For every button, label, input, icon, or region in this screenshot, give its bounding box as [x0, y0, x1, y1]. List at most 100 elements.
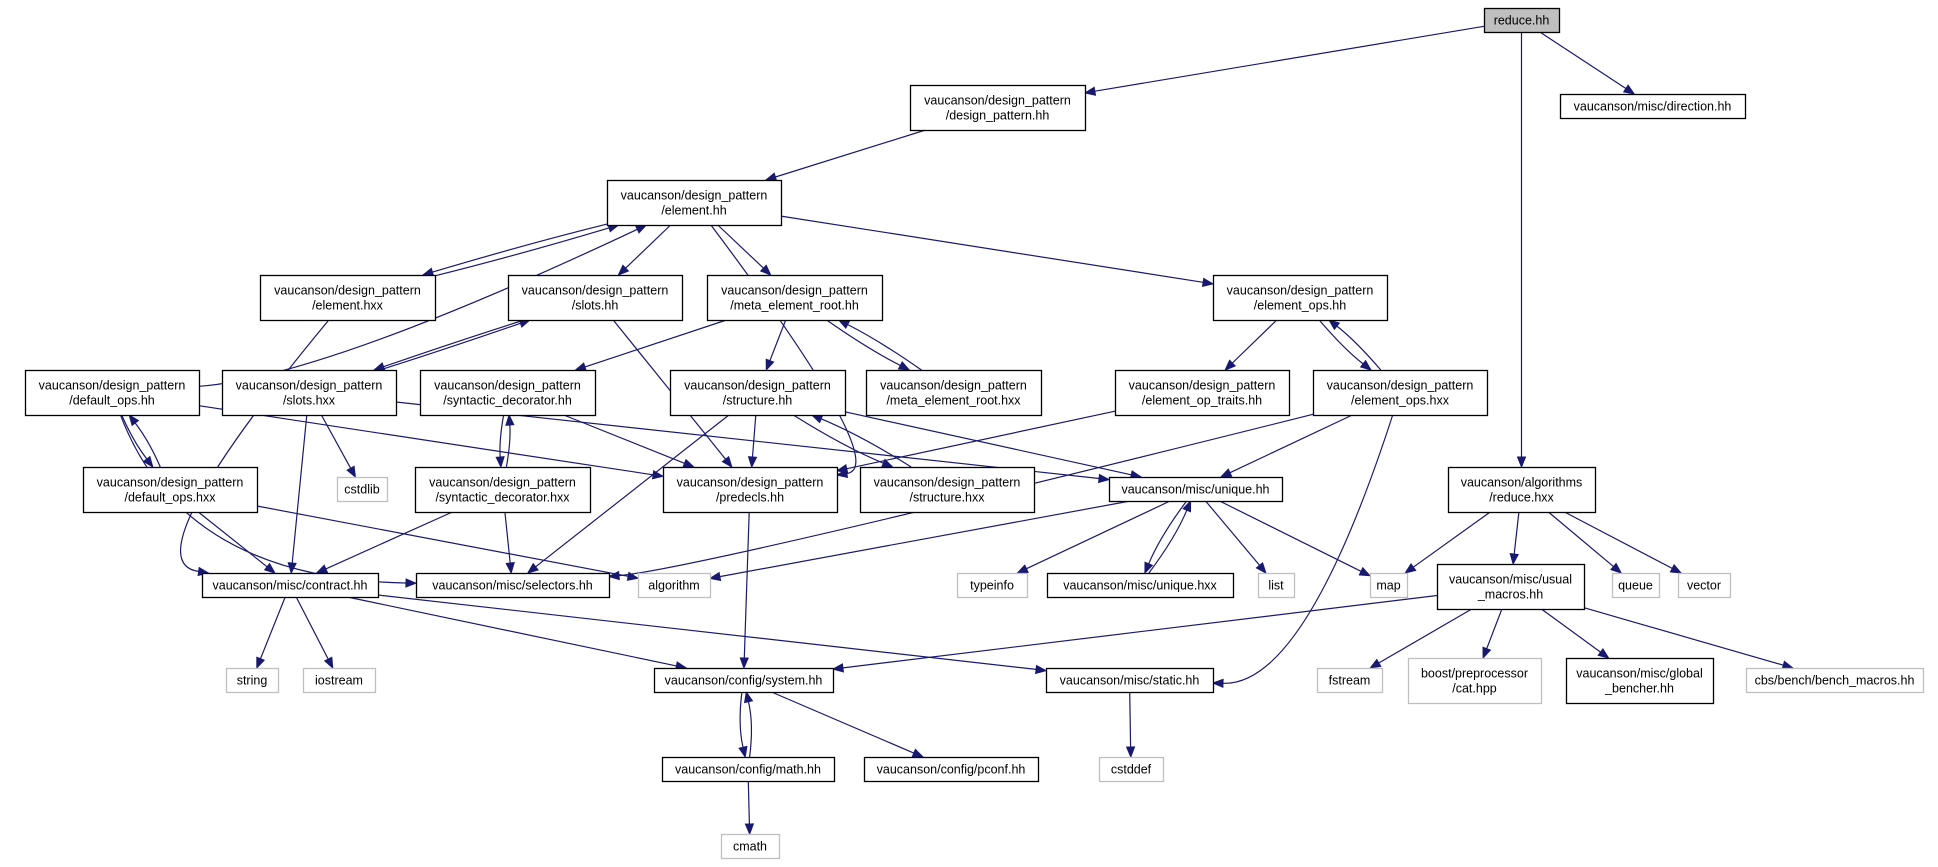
edge-line: [846, 410, 1116, 470]
node-math-hh[interactable]: vaucanson/config/math.hh: [661, 756, 836, 783]
node-dp-hh[interactable]: vaucanson/design_pattern/design_pattern.…: [909, 84, 1087, 132]
node-box: [225, 667, 280, 694]
edge-line: [383, 319, 525, 368]
edge-line: [584, 319, 727, 368]
arrowhead-icon: [405, 578, 418, 588]
arrowhead-icon: [1182, 499, 1192, 513]
node-system-hh[interactable]: vaucanson/config/system.hh: [653, 667, 835, 694]
node-usual-macros[interactable]: vaucanson/misc/usual_macros.hh: [1436, 563, 1586, 611]
node-static-hh[interactable]: vaucanson/misc/static.hh: [1045, 667, 1215, 694]
node-box: [606, 179, 783, 227]
node-selectors-hh[interactable]: vaucanson/misc/selectors.hh: [415, 572, 611, 599]
node-box: [865, 369, 1043, 417]
edge-element_ops_hh-to-eop_traits_hh: [1224, 319, 1278, 371]
edge-line: [377, 594, 1037, 670]
edge-slots_hh-to-slots_hxx: [372, 319, 525, 372]
node-eop-traits-hh[interactable]: vaucanson/design_pattern/element_op_trai…: [1114, 369, 1291, 417]
node-reduce-hxx[interactable]: vaucanson/algorithms/reduce.hxx: [1447, 466, 1597, 514]
arrowhead-icon: [744, 823, 755, 836]
node-label: vaucanson/config/math.hh: [675, 763, 821, 777]
edge-slots_hxx-to-contract_hh: [287, 414, 308, 575]
node-unique-hxx[interactable]: vaucanson/misc/unique.hxx: [1046, 572, 1235, 599]
arrowhead-icon: [708, 571, 722, 582]
node-box: [1316, 667, 1384, 694]
node-pconf-hh[interactable]: vaucanson/config/pconf.hh: [863, 756, 1040, 783]
node-box: [1677, 572, 1732, 599]
edge-reduce_hh-to-direction_hh: [1539, 31, 1636, 95]
arrowhead-icon: [1597, 648, 1610, 659]
node-box: [201, 572, 380, 599]
node-label: /default_ops.hxx: [124, 491, 216, 505]
edge-element_hh-to-element_hxx: [421, 223, 608, 277]
node-label: /default_ops.hh: [69, 394, 155, 408]
node-fstream: fstream: [1316, 667, 1384, 694]
node-direction-hh[interactable]: vaucanson/misc/direction.hh: [1559, 93, 1747, 120]
arrowhead-icon: [1224, 359, 1237, 371]
node-structure-hxx[interactable]: vaucanson/design_pattern/structure.hxx: [859, 466, 1036, 514]
edge-line: [256, 505, 629, 577]
edge-line: [535, 414, 730, 568]
node-structure-hh[interactable]: vaucanson/design_pattern/structure.hh: [669, 369, 847, 417]
node-element-hxx[interactable]: vaucanson/design_pattern/element.hxx: [259, 274, 437, 322]
edge-line: [739, 691, 744, 748]
node-label: /element_ops.hxx: [1351, 394, 1450, 408]
node-synt-hxx[interactable]: vaucanson/design_pattern/syntactic_decor…: [414, 466, 592, 514]
node-slots-hxx[interactable]: vaucanson/design_pattern/slots.hxx: [221, 369, 398, 417]
edge-line: [792, 414, 884, 464]
node-box: [221, 369, 398, 417]
edge-line: [751, 414, 757, 458]
node-slots-hh[interactable]: vaucanson/design_pattern/slots.hh: [507, 274, 684, 322]
node-global-bencher[interactable]: vaucanson/misc/global_bencher.hh: [1565, 657, 1715, 705]
edge-reduce_hxx-to-map: [1404, 511, 1491, 574]
node-element-hh[interactable]: vaucanson/design_pattern/element.hh: [606, 179, 783, 227]
edge-structure_hxx-to-structure_hh: [810, 414, 912, 468]
node-label: vaucanson/config/pconf.hh: [877, 763, 1026, 777]
node-box: [82, 466, 259, 514]
node-element-ops-hh[interactable]: vaucanson/design_pattern/element_ops.hh: [1212, 274, 1389, 322]
node-label: vaucanson/design_pattern: [97, 476, 244, 490]
edge-line: [747, 780, 750, 825]
arrowhead-icon: [142, 455, 154, 469]
edge-line: [347, 596, 677, 667]
edge-line: [179, 319, 330, 573]
node-label: /structure.hxx: [909, 491, 985, 505]
arrowhead-icon: [1358, 566, 1372, 577]
arrowhead-icon: [323, 656, 334, 670]
node-label: vaucanson/misc/usual: [1449, 573, 1572, 587]
edge-line: [1564, 511, 1673, 569]
node-box: [669, 369, 847, 417]
node-default-ops-hxx[interactable]: vaucanson/design_pattern/default_ops.hxx: [82, 466, 259, 514]
node-meta-root-hh[interactable]: vaucanson/design_pattern/meta_element_ro…: [706, 274, 884, 322]
node-predecls-hh[interactable]: vaucanson/design_pattern/predecls.hh: [662, 466, 839, 514]
edge-element_hh-to-meta_root_hh: [717, 224, 772, 276]
edge-line: [434, 227, 610, 277]
node-label: string: [237, 674, 268, 688]
node-label: /meta_element_root.hxx: [886, 394, 1021, 408]
node-box: [1108, 476, 1284, 503]
edge-system_hh-to-math_hh: [738, 691, 748, 759]
node-synt-hh[interactable]: vaucanson/design_pattern/syntactic_decor…: [419, 369, 597, 417]
arrowhead-icon: [747, 456, 758, 469]
edge-unique_hh-to-list: [1205, 500, 1267, 575]
edge-contract_hh-to-static_hh: [377, 594, 1048, 675]
node-default-ops-hh[interactable]: vaucanson/design_pattern/default_ops.hh: [24, 369, 201, 417]
node-unique-hh[interactable]: vaucanson/misc/unique.hh: [1108, 476, 1284, 503]
node-box: [1447, 466, 1597, 514]
node-box: [956, 572, 1029, 599]
edge-line: [1094, 25, 1485, 92]
edge-line: [1541, 608, 1601, 653]
node-reduce-hh[interactable]: reduce.hh: [1483, 7, 1561, 34]
node-meta-root-hxx[interactable]: vaucanson/design_pattern/meta_element_ro…: [865, 369, 1043, 417]
node-label: cstddef: [1111, 763, 1152, 777]
edge-line: [1486, 608, 1503, 649]
edge-line: [1148, 500, 1188, 565]
arrowhead-icon: [738, 745, 748, 759]
node-label: cstdlib: [344, 483, 379, 497]
node-element-ops-hxx[interactable]: vaucanson/design_pattern/element_ops.hxx: [1312, 369, 1489, 417]
arrowhead-icon: [1083, 86, 1097, 96]
arrowhead-icon: [911, 748, 925, 758]
node-box: [1611, 572, 1661, 599]
node-contract-hh[interactable]: vaucanson/misc/contract.hh: [201, 572, 380, 599]
edge-static_hh-to-cstddef: [1125, 691, 1136, 759]
arrowhead-icon: [837, 319, 851, 329]
